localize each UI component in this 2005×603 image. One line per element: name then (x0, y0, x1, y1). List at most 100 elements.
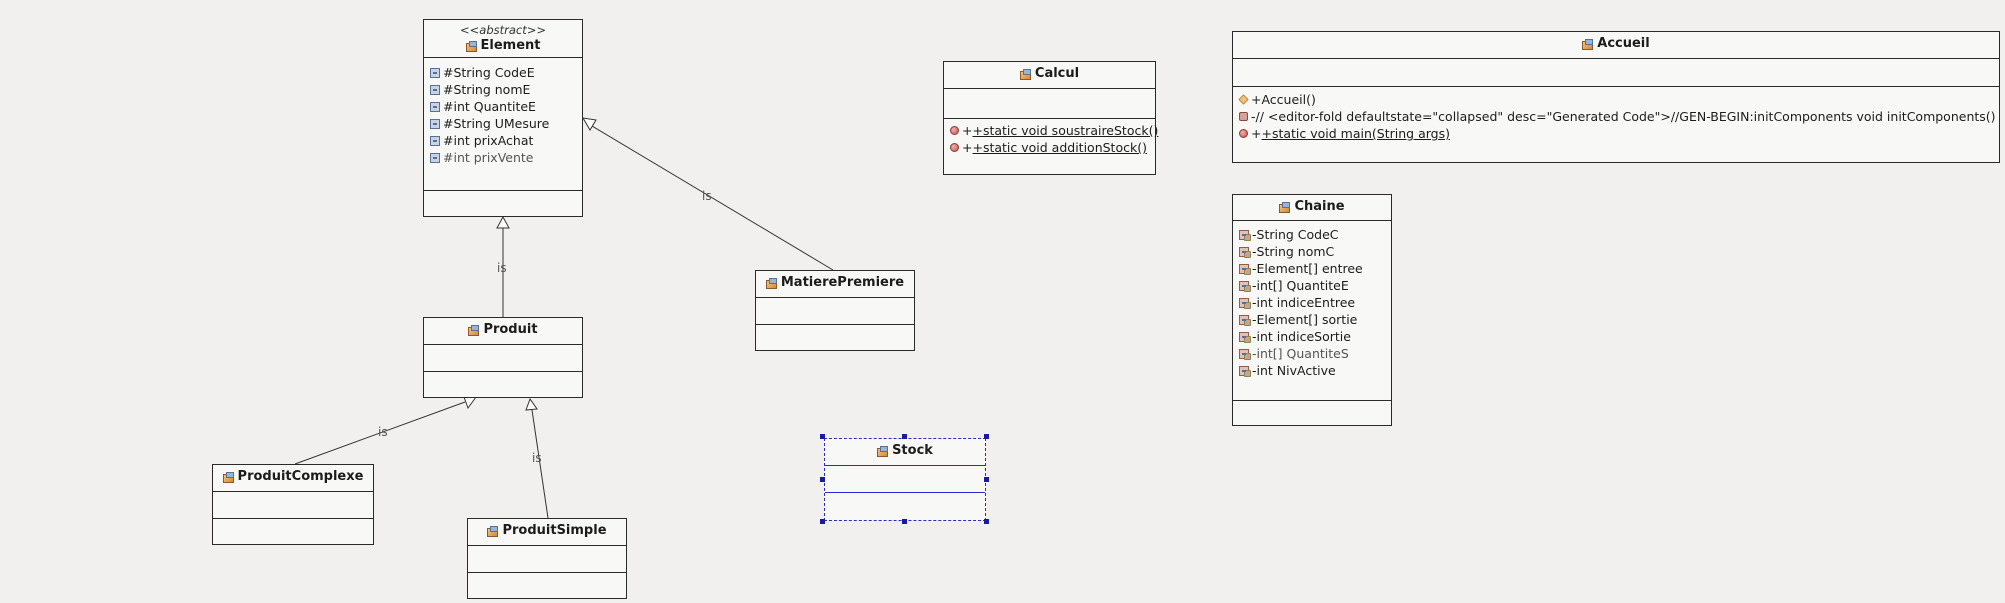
edge-produitsimple-produit[interactable] (531, 409, 549, 519)
methods-compartment: ++static void soustraireStock() ++static… (944, 119, 1158, 174)
method-row[interactable]: ++static void soustraireStock() (944, 122, 1158, 139)
class-produitcomplexe[interactable]: ProduitComplexe (212, 464, 374, 545)
class-name: Chaine (1279, 198, 1345, 216)
private-field-icon (1239, 229, 1251, 241)
class-header: Chaine (1233, 195, 1391, 221)
attributes-compartment (825, 466, 985, 493)
attribute-row[interactable]: #int prixAchat (424, 132, 582, 149)
attribute-row[interactable]: -Element[] entree (1233, 260, 1391, 277)
attribute-row[interactable]: -int indiceEntree (1233, 294, 1391, 311)
class-name: ProduitComplexe (222, 468, 363, 486)
methods-compartment (424, 372, 582, 397)
protected-field-icon (430, 84, 440, 95)
edge-label: is (497, 261, 507, 275)
inheritance-arrowhead (525, 397, 538, 411)
method-row[interactable]: +Accueil() (1233, 91, 1999, 108)
class-element[interactable]: <<abstract>> Element #String CodeE #Stri… (423, 19, 583, 217)
stereotype-label: <<abstract>> (460, 23, 546, 37)
resize-handle[interactable] (902, 434, 907, 439)
class-icon (1279, 202, 1291, 213)
class-name: Accueil (1582, 35, 1650, 53)
class-chaine[interactable]: Chaine -String CodeC -String nomC -Eleme… (1232, 194, 1392, 426)
class-header: Calcul (944, 62, 1155, 89)
class-accueil[interactable]: Accueil +Accueil() -// <editor-fold defa… (1232, 31, 2000, 163)
private-field-icon (1239, 314, 1251, 326)
methods-compartment (756, 325, 914, 350)
method-row[interactable]: ++static void additionStock() (944, 139, 1155, 156)
attribute-row[interactable]: -int[] QuantiteS (1233, 345, 1391, 362)
attribute-row[interactable]: -Element[] sortie (1233, 311, 1391, 328)
private-field-icon (1239, 263, 1251, 275)
attribute-row[interactable]: -int[] QuantiteE (1233, 277, 1391, 294)
edge-produitcomplexe-produit[interactable] (294, 401, 466, 465)
protected-field-icon (430, 67, 440, 78)
static-method-icon (950, 126, 959, 135)
attribute-row[interactable]: -String CodeC (1233, 226, 1391, 243)
attribute-row[interactable]: -String nomC (1233, 243, 1391, 260)
private-method-icon (1239, 112, 1248, 121)
class-header: ProduitComplexe (213, 465, 373, 492)
edge-matiere-element[interactable] (591, 125, 834, 271)
private-field-icon (1239, 297, 1251, 309)
class-produit[interactable]: Produit (423, 317, 583, 398)
resize-handle[interactable] (984, 434, 989, 439)
private-field-icon (1239, 365, 1251, 377)
class-calcul[interactable]: Calcul ++static void soustraireStock() +… (943, 61, 1158, 175)
class-name: Stock (877, 442, 933, 460)
attribute-row[interactable]: #String UMesure (424, 115, 582, 132)
class-matierepremiere[interactable]: MatierePremiere (755, 270, 915, 351)
class-produitsimple[interactable]: ProduitSimple (467, 518, 627, 599)
class-icon (487, 526, 499, 537)
class-header: ProduitSimple (468, 519, 626, 546)
protected-field-icon (430, 152, 440, 163)
resize-handle[interactable] (984, 519, 989, 524)
methods-compartment (1233, 401, 1391, 425)
class-icon (465, 41, 477, 52)
class-icon (1019, 69, 1031, 80)
attribute-row[interactable]: #String nomE (424, 81, 582, 98)
public-method-icon (1238, 94, 1249, 105)
protected-field-icon (430, 118, 440, 129)
attributes-compartment (468, 546, 626, 573)
private-field-icon (1239, 280, 1251, 292)
class-icon (877, 446, 889, 457)
method-row[interactable]: ++static void main(String args) (1233, 125, 1999, 142)
protected-field-icon (430, 135, 440, 146)
attribute-row[interactable]: -int indiceSortie (1233, 328, 1391, 345)
methods-compartment: +Accueil() -// <editor-fold defaultstate… (1233, 87, 1999, 162)
attributes-compartment (1233, 59, 1999, 87)
resize-handle[interactable] (902, 519, 907, 524)
inheritance-arrowhead (463, 396, 477, 410)
attribute-row[interactable]: #int QuantiteE (424, 98, 582, 115)
class-icon (765, 278, 777, 289)
class-name: Calcul (1019, 65, 1079, 83)
resize-handle[interactable] (984, 477, 989, 482)
methods-compartment (213, 519, 373, 544)
private-field-icon (1239, 331, 1251, 343)
class-name: Element (465, 37, 541, 55)
class-header: Stock (825, 439, 985, 466)
resize-handle[interactable] (820, 519, 825, 524)
class-icon (222, 472, 234, 483)
attributes-compartment (944, 89, 1155, 119)
attribute-row[interactable]: #String CodeE (424, 64, 582, 81)
method-row[interactable]: -// <editor-fold defaultstate="collapsed… (1233, 108, 1999, 125)
class-stock[interactable]: Stock (824, 438, 986, 521)
class-header: Produit (424, 318, 582, 345)
class-header: MatierePremiere (756, 271, 914, 298)
private-field-icon (1239, 348, 1251, 360)
attribute-row[interactable]: #int prixVente (424, 149, 582, 166)
attribute-row[interactable]: -int NivActive (1233, 362, 1391, 379)
attributes-compartment: #String CodeE #String nomE #int Quantite… (424, 58, 582, 191)
class-icon (1582, 39, 1594, 50)
resize-handle[interactable] (820, 477, 825, 482)
attributes-compartment: -String CodeC -String nomC -Element[] en… (1233, 221, 1391, 401)
edge-label: is (702, 189, 712, 203)
resize-handle[interactable] (820, 434, 825, 439)
class-name: ProduitSimple (487, 522, 607, 540)
protected-field-icon (430, 101, 440, 112)
class-header: Accueil (1233, 32, 1999, 59)
static-method-icon (950, 143, 959, 152)
inheritance-arrowhead (496, 215, 510, 229)
